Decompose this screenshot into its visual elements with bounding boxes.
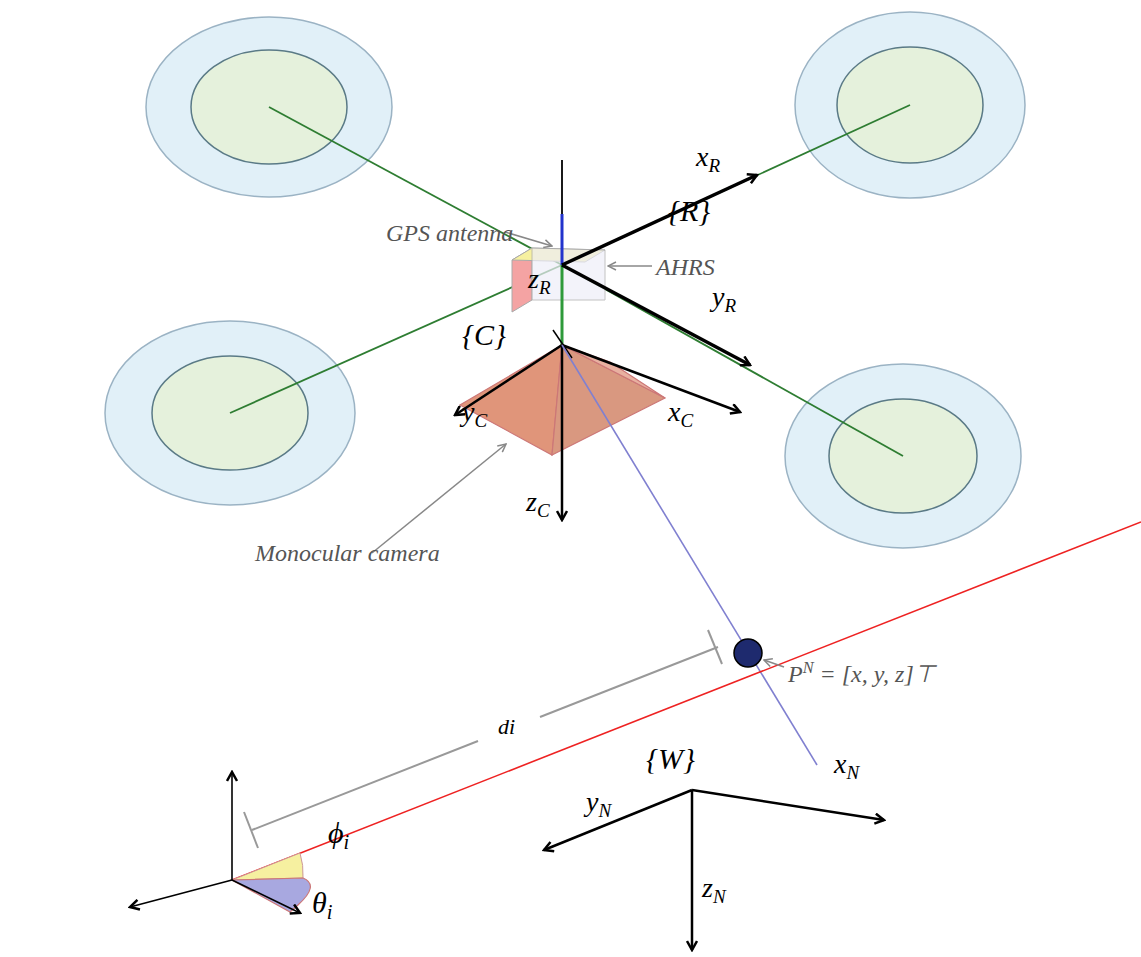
part-label: GPS antenna <box>386 221 513 245</box>
frame-name: {R} <box>668 196 710 226</box>
frame-name: {C} <box>462 320 506 350</box>
axis-name: xN <box>834 750 859 782</box>
part-label: Monocular camera <box>255 541 440 565</box>
angle-axes <box>130 772 300 913</box>
part-label: AHRS <box>656 255 715 279</box>
landmark-point <box>734 639 762 667</box>
angles <box>232 853 310 912</box>
axis-name: yR <box>712 283 736 315</box>
axis-name: zC <box>526 488 550 520</box>
camera-ray <box>562 345 817 765</box>
measurement-ray <box>232 522 1141 880</box>
frame-C <box>455 330 740 520</box>
axis-name: yN <box>586 788 611 820</box>
axis-name: zN <box>702 874 726 906</box>
distance-dimension <box>244 630 722 848</box>
axis-name: xR <box>696 143 720 175</box>
arms <box>230 105 910 456</box>
point-label: PN = [x, y, z]⊤ <box>788 660 935 686</box>
distance-label: di <box>496 716 517 738</box>
frame-R <box>562 160 757 365</box>
frame-name: {W} <box>646 744 695 774</box>
rotors <box>105 12 1025 548</box>
axis-name: yC <box>462 398 487 430</box>
axis-name: xC <box>668 398 693 430</box>
axis-name: zR <box>528 265 551 297</box>
leaders <box>372 232 784 667</box>
angle-label: θi <box>312 888 332 923</box>
angle-label: ϕi <box>328 818 349 853</box>
